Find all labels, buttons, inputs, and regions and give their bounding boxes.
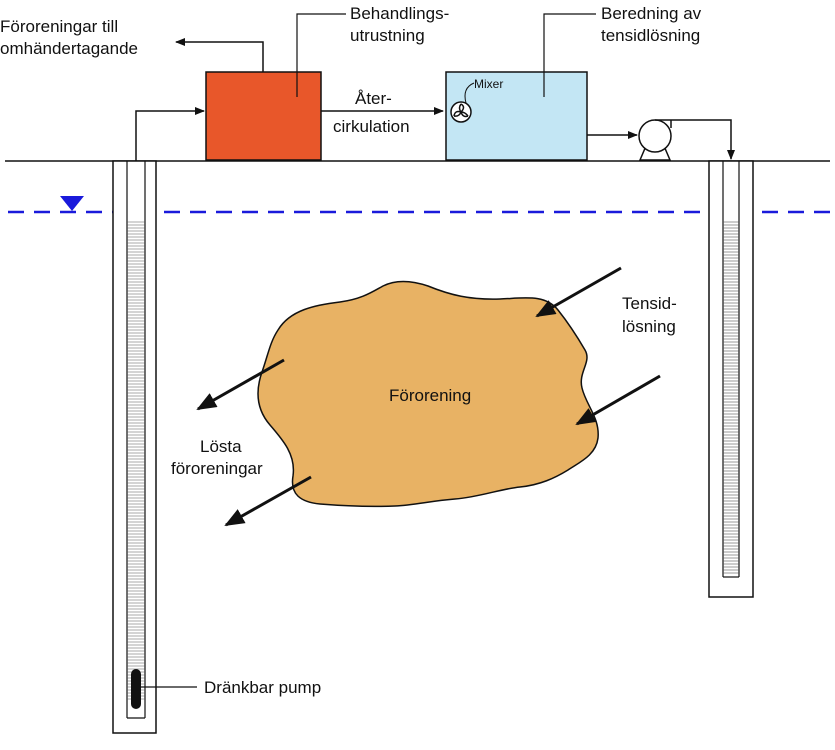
treatment-label-line2: utrustning (350, 26, 425, 45)
surfactant-flow-arrow (575, 374, 661, 426)
surfactant-label-line2: lösning (622, 317, 676, 336)
surfactant-label-line1: Tensid- (622, 294, 677, 313)
submersible-pump-label: Dränkbar pump (204, 678, 321, 697)
disposal-label-line2: omhändertagande (0, 39, 138, 58)
contamination-blob (257, 280, 599, 508)
preparation-label-line2: tensidlösning (601, 26, 700, 45)
contamination-label: Förorening (389, 386, 471, 405)
disposal-arrow (175, 38, 264, 72)
surfactant-flow-arrow (535, 266, 622, 318)
well-screen-left (127, 221, 145, 700)
extraction-well (112, 160, 157, 734)
treatment-label-line1: Behandlings- (350, 4, 449, 23)
submersible-pump-icon (131, 669, 141, 709)
water-table-marker-icon (60, 196, 84, 211)
dissolved-flow-arrow (196, 358, 285, 411)
well-screen-right (723, 221, 739, 574)
centrifugal-pump-icon (638, 119, 672, 161)
mixer-leader-line (464, 82, 475, 104)
preparation-label-line1: Beredning av (601, 4, 702, 23)
disposal-label-line1: Föroreningar till (0, 17, 118, 36)
dissolved-label-line2: föroreningar (171, 459, 263, 478)
mixer-fan-icon (450, 101, 472, 123)
extraction-pipe (135, 107, 205, 161)
recirculation-label-line1: Åter- (355, 89, 392, 108)
recirculation-label-line2: cirkulation (333, 117, 410, 136)
injection-pipe (671, 119, 735, 160)
injection-well (708, 160, 754, 598)
preparation-leader-line (543, 13, 596, 97)
treatment-equipment-box (205, 71, 322, 161)
treatment-leader-line (296, 13, 346, 97)
dissolved-label-line1: Lösta (200, 437, 242, 456)
dissolved-flow-arrow (224, 475, 312, 527)
mixer-label: Mixer (474, 77, 503, 91)
